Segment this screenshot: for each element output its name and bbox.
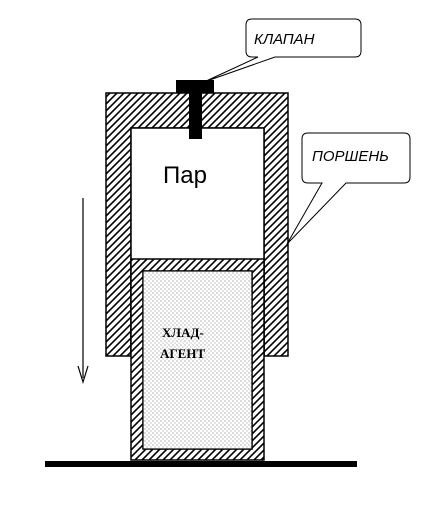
refrigerant-fill (142, 270, 253, 450)
steam-label: Пар (163, 162, 207, 189)
piston-callout-bubble (286, 132, 411, 245)
valve-cap (176, 80, 214, 93)
piston-label: ПОРШЕНЬ (312, 148, 389, 165)
steam-chamber (131, 128, 264, 259)
refrigerant-label-line1: ХЛАД- (162, 325, 204, 340)
ground-line (45, 461, 357, 467)
valve-label: КЛАПАН (254, 31, 315, 48)
down-arrow-icon (77, 198, 89, 385)
valve-callout-bubble (203, 18, 362, 83)
valve-stem (189, 93, 202, 139)
refrigerant-label-line2: АГЕНТ (160, 346, 205, 361)
